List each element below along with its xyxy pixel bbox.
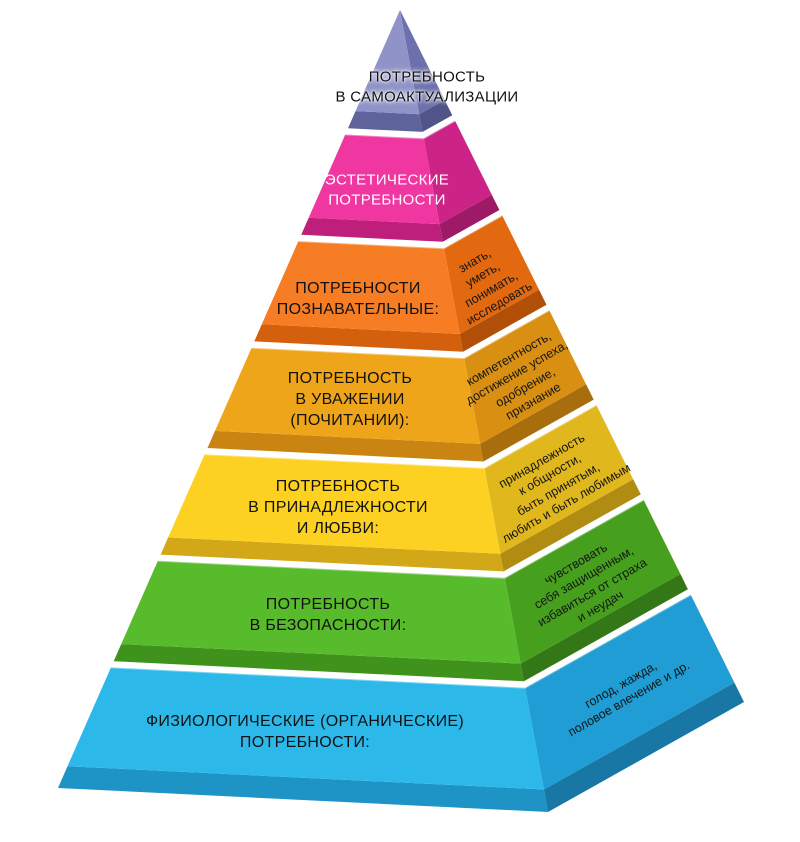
level-2-top-highlight bbox=[298, 214, 503, 250]
level-4-top-highlight bbox=[204, 404, 597, 470]
level-5-side-face bbox=[504, 499, 681, 664]
level-0-front-face bbox=[355, 10, 420, 115]
level-2-front-edge bbox=[254, 324, 463, 352]
level-6-front-face bbox=[67, 667, 544, 790]
level-5-front-face bbox=[121, 560, 521, 664]
level-1-front-edge bbox=[301, 217, 443, 242]
level-4-belonging bbox=[160, 404, 641, 572]
level-6-side-face bbox=[525, 594, 735, 790]
level-2-side-face bbox=[444, 215, 539, 334]
level-0-self-actualization bbox=[348, 10, 453, 132]
level-5-top-highlight bbox=[157, 499, 645, 579]
level-2-side-edge bbox=[459, 289, 547, 352]
level-5-front-edge bbox=[113, 644, 524, 682]
level-6-side-edge bbox=[543, 682, 744, 812]
level-1-side-edge bbox=[439, 194, 500, 242]
level-0-front-edge bbox=[348, 111, 423, 132]
level-4-side-edge bbox=[500, 479, 641, 572]
level-6-front-edge bbox=[58, 766, 548, 812]
level-3-top-highlight bbox=[251, 309, 550, 360]
level-6-top-highlight bbox=[110, 593, 692, 689]
level-5-side-edge bbox=[520, 574, 688, 682]
level-3-front-face bbox=[215, 347, 481, 444]
level-3-side-edge bbox=[480, 384, 594, 462]
level-4-side-face bbox=[484, 405, 634, 554]
level-4-front-edge bbox=[160, 537, 504, 572]
level-3-side-face bbox=[464, 310, 587, 444]
level-1-top-highlight bbox=[345, 119, 456, 140]
level-1-front-face bbox=[308, 134, 440, 225]
level-4-front-face bbox=[168, 454, 501, 554]
level-2-front-face bbox=[261, 241, 460, 334]
level-6-physiological bbox=[58, 593, 744, 812]
level-3-esteem bbox=[207, 309, 594, 462]
level-1-side-face bbox=[423, 120, 492, 225]
level-3-front-edge bbox=[207, 430, 484, 462]
level-0-side-face bbox=[400, 10, 445, 115]
level-0-side-edge bbox=[419, 100, 453, 132]
level-1-aesthetic bbox=[301, 119, 500, 242]
level-2-cognitive bbox=[254, 214, 547, 352]
level-5-safety bbox=[113, 499, 688, 682]
